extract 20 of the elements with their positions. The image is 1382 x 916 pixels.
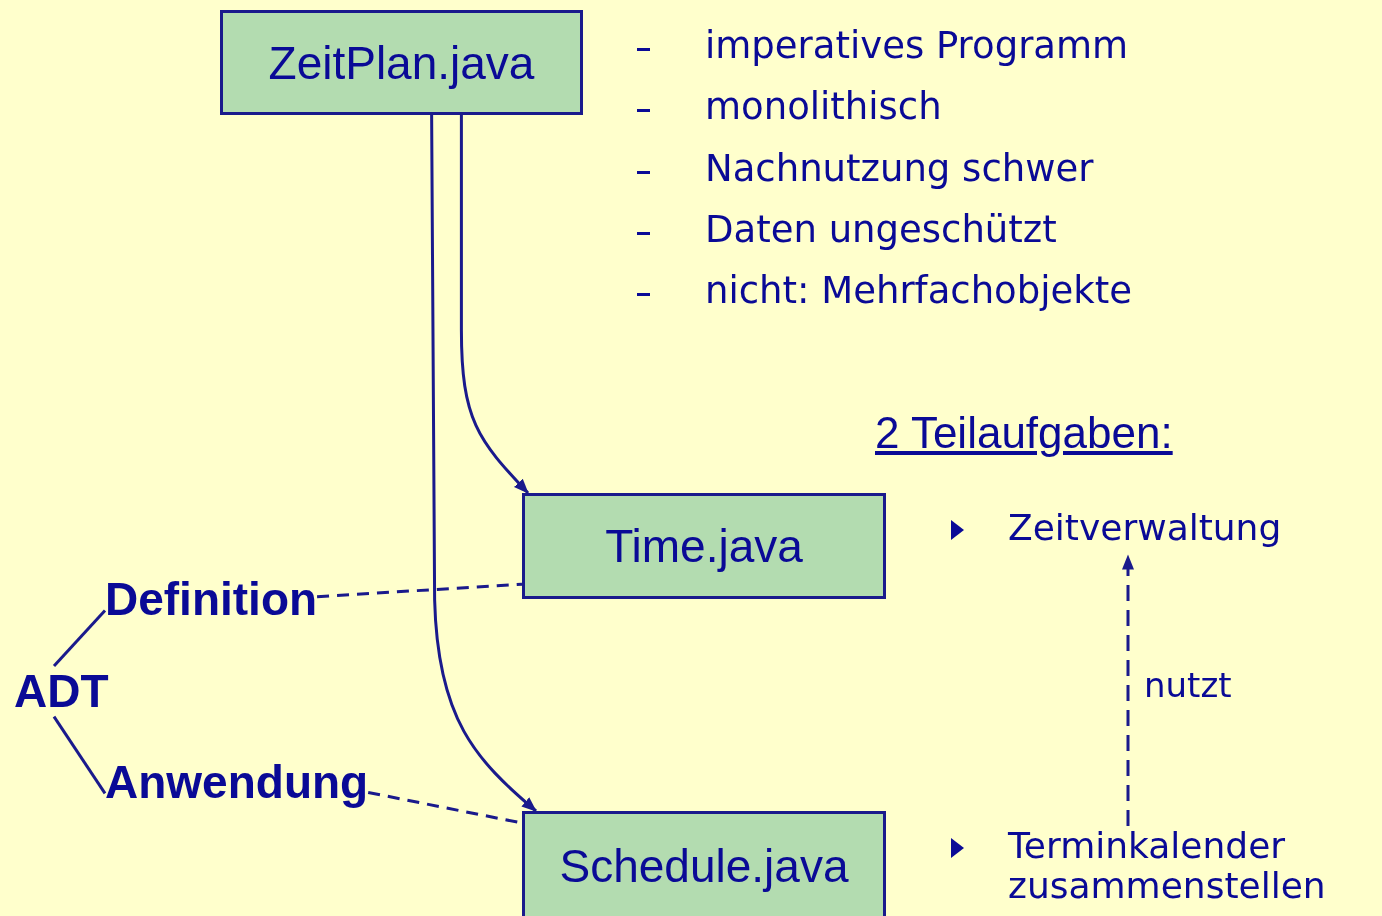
term-text: Anwendung	[105, 757, 369, 808]
note-text: imperatives Programm	[705, 24, 1129, 67]
note-text: Nachnutzung schwer	[705, 146, 1094, 190]
dashed-connector	[317, 582, 523, 599]
note-text: Daten ungeschützt	[705, 207, 1057, 251]
file-box: Schedule.java	[522, 811, 886, 916]
connector	[52, 715, 107, 795]
task-text: Terminkalender zusammenstellen	[1008, 826, 1380, 906]
file-box: Time.java	[522, 493, 886, 599]
note-text: monolithisch	[705, 85, 942, 129]
file-box: ZeitPlan.java	[220, 10, 583, 115]
note-text: nicht: Mehrfachobjekte	[705, 269, 1132, 313]
term-text: Definition	[105, 574, 318, 625]
dashed-connector	[1122, 554, 1134, 826]
task-text: Zeitverwaltung	[1008, 508, 1368, 548]
heading-text: 2 Teilaufgaben:	[875, 408, 1173, 458]
connector	[52, 609, 107, 667]
connector	[459, 115, 530, 495]
connector	[430, 115, 537, 813]
term-text: ADT	[14, 666, 109, 717]
